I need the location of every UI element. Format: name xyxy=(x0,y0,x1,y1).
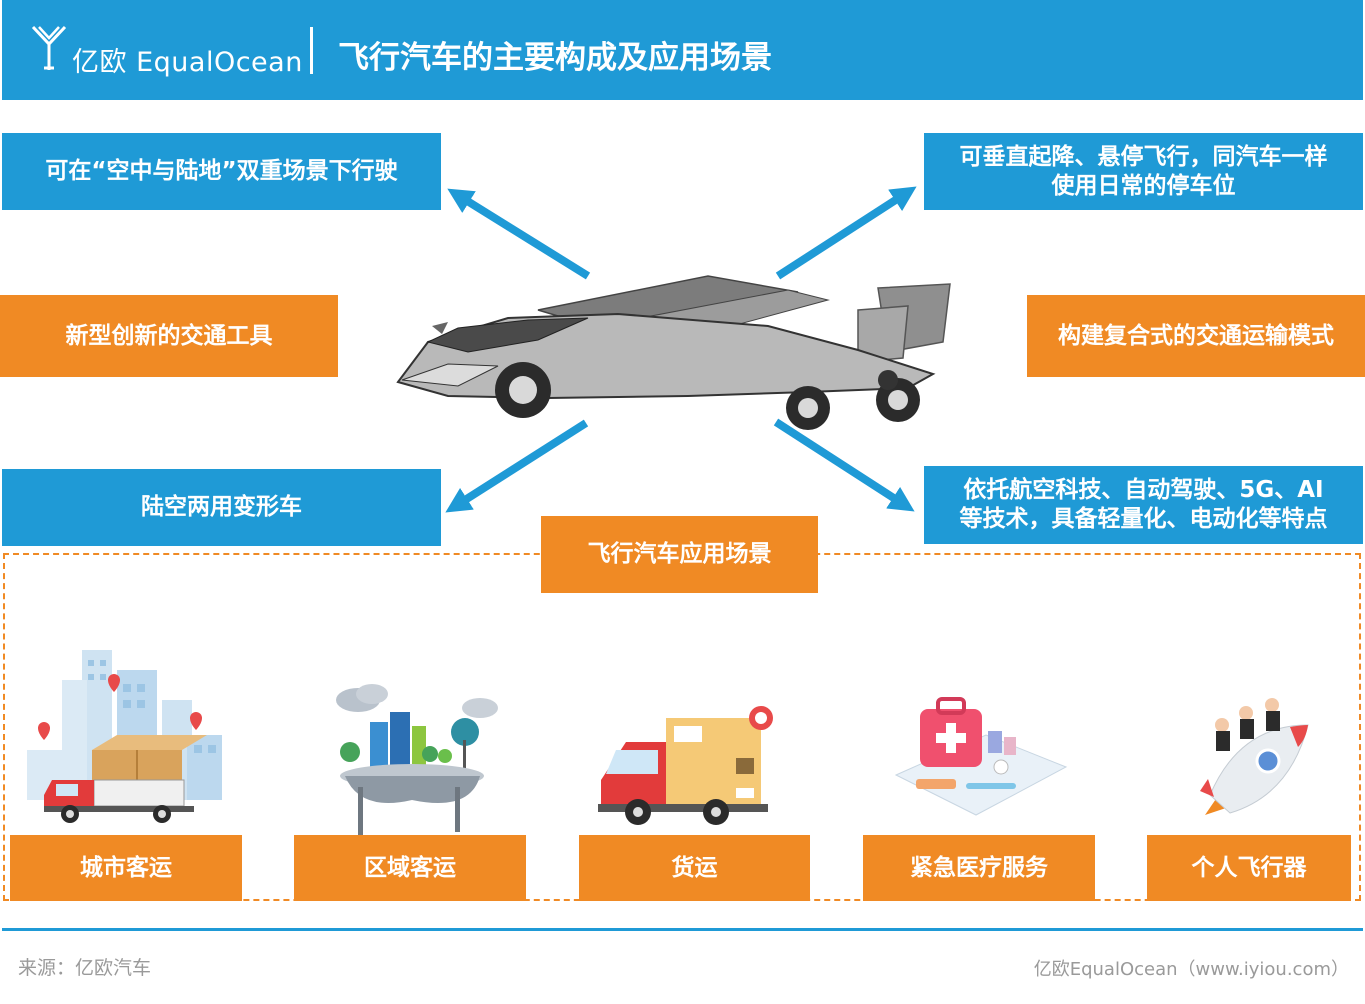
feature-technology-line2: 等技术，具备轻量化、电动化等特点 xyxy=(959,506,1328,532)
flying-car-icon xyxy=(396,275,951,430)
source-note: 来源：亿欧汽车 xyxy=(18,957,152,979)
feature-box-vtol: 可垂直起降、悬停飞行，同汽车一样 使用日常的停车位 xyxy=(924,133,1363,210)
scenario-title: 飞行汽车应用场景 xyxy=(587,541,772,568)
feature-innovative-vehicle-text: 新型创新的交通工具 xyxy=(65,322,273,349)
floating-island-icon xyxy=(336,684,498,835)
scenario-label: 个人飞行器 xyxy=(1191,854,1307,881)
scenario-item-emergency-medical: 紧急医疗服务 xyxy=(863,835,1095,901)
city-truck-icon xyxy=(27,650,222,823)
scenario-title-box: 飞行汽车应用场景 xyxy=(541,516,818,593)
scenario-label: 城市客运 xyxy=(80,854,172,881)
feature-vtol-line2: 使用日常的停车位 xyxy=(1051,172,1236,199)
scenario-item-urban-passenger: 城市客运 xyxy=(10,835,242,901)
arrow-top-right xyxy=(775,186,917,280)
feature-dual-scene-text: 可在“空中与陆地”双重场景下行驶 xyxy=(45,158,398,185)
delivery-truck-icon xyxy=(598,706,773,825)
header-divider xyxy=(310,27,313,74)
scenario-label: 区域客运 xyxy=(364,854,456,881)
rocket-riders-icon xyxy=(1200,698,1309,815)
feature-vtol-line1: 可垂直起降、悬停飞行，同汽车一样 xyxy=(959,143,1328,170)
page-title: 飞行汽车的主要构成及应用场景 xyxy=(338,40,772,76)
scenario-item-regional-passenger: 区域客运 xyxy=(294,835,526,901)
feature-box-innovative-vehicle: 新型创新的交通工具 xyxy=(0,295,338,377)
arrow-top-left xyxy=(447,188,591,280)
footer-divider xyxy=(2,928,1363,931)
scenario-label: 紧急医疗服务 xyxy=(910,854,1048,881)
feature-transforming-vehicle-text: 陆空两用变形车 xyxy=(141,494,302,521)
scenario-label: 货运 xyxy=(671,854,718,881)
feature-technology-line1: 依托航空科技、自动驾驶、5G、AI xyxy=(963,477,1324,504)
logo-text: 亿欧 EqualOcean xyxy=(72,47,303,78)
header-bar: 亿欧 EqualOcean 飞行汽车的主要构成及应用场景 xyxy=(2,0,1363,100)
feature-composite-transport-text: 构建复合式的交通运输模式 xyxy=(1058,322,1334,349)
arrows-layer xyxy=(445,186,917,513)
feature-box-transforming-vehicle: 陆空两用变形车 xyxy=(2,469,441,546)
credit-note: 亿欧EqualOcean（www.iyiou.com） xyxy=(1033,959,1349,980)
scenario-item-personal-aircraft: 个人飞行器 xyxy=(1147,835,1351,901)
medical-kit-icon xyxy=(894,697,1068,816)
arrow-bottom-right xyxy=(773,418,915,512)
equalocean-logo-icon xyxy=(31,25,67,70)
feature-box-dual-scene: 可在“空中与陆地”双重场景下行驶 xyxy=(2,133,441,210)
feature-box-technology: 依托航空科技、自动驾驶、5G、AI 等技术，具备轻量化、电动化等特点 xyxy=(924,466,1363,544)
scenario-item-freight: 货运 xyxy=(579,835,810,901)
arrow-bottom-left xyxy=(445,419,589,513)
feature-box-composite-transport: 构建复合式的交通运输模式 xyxy=(1027,295,1365,377)
